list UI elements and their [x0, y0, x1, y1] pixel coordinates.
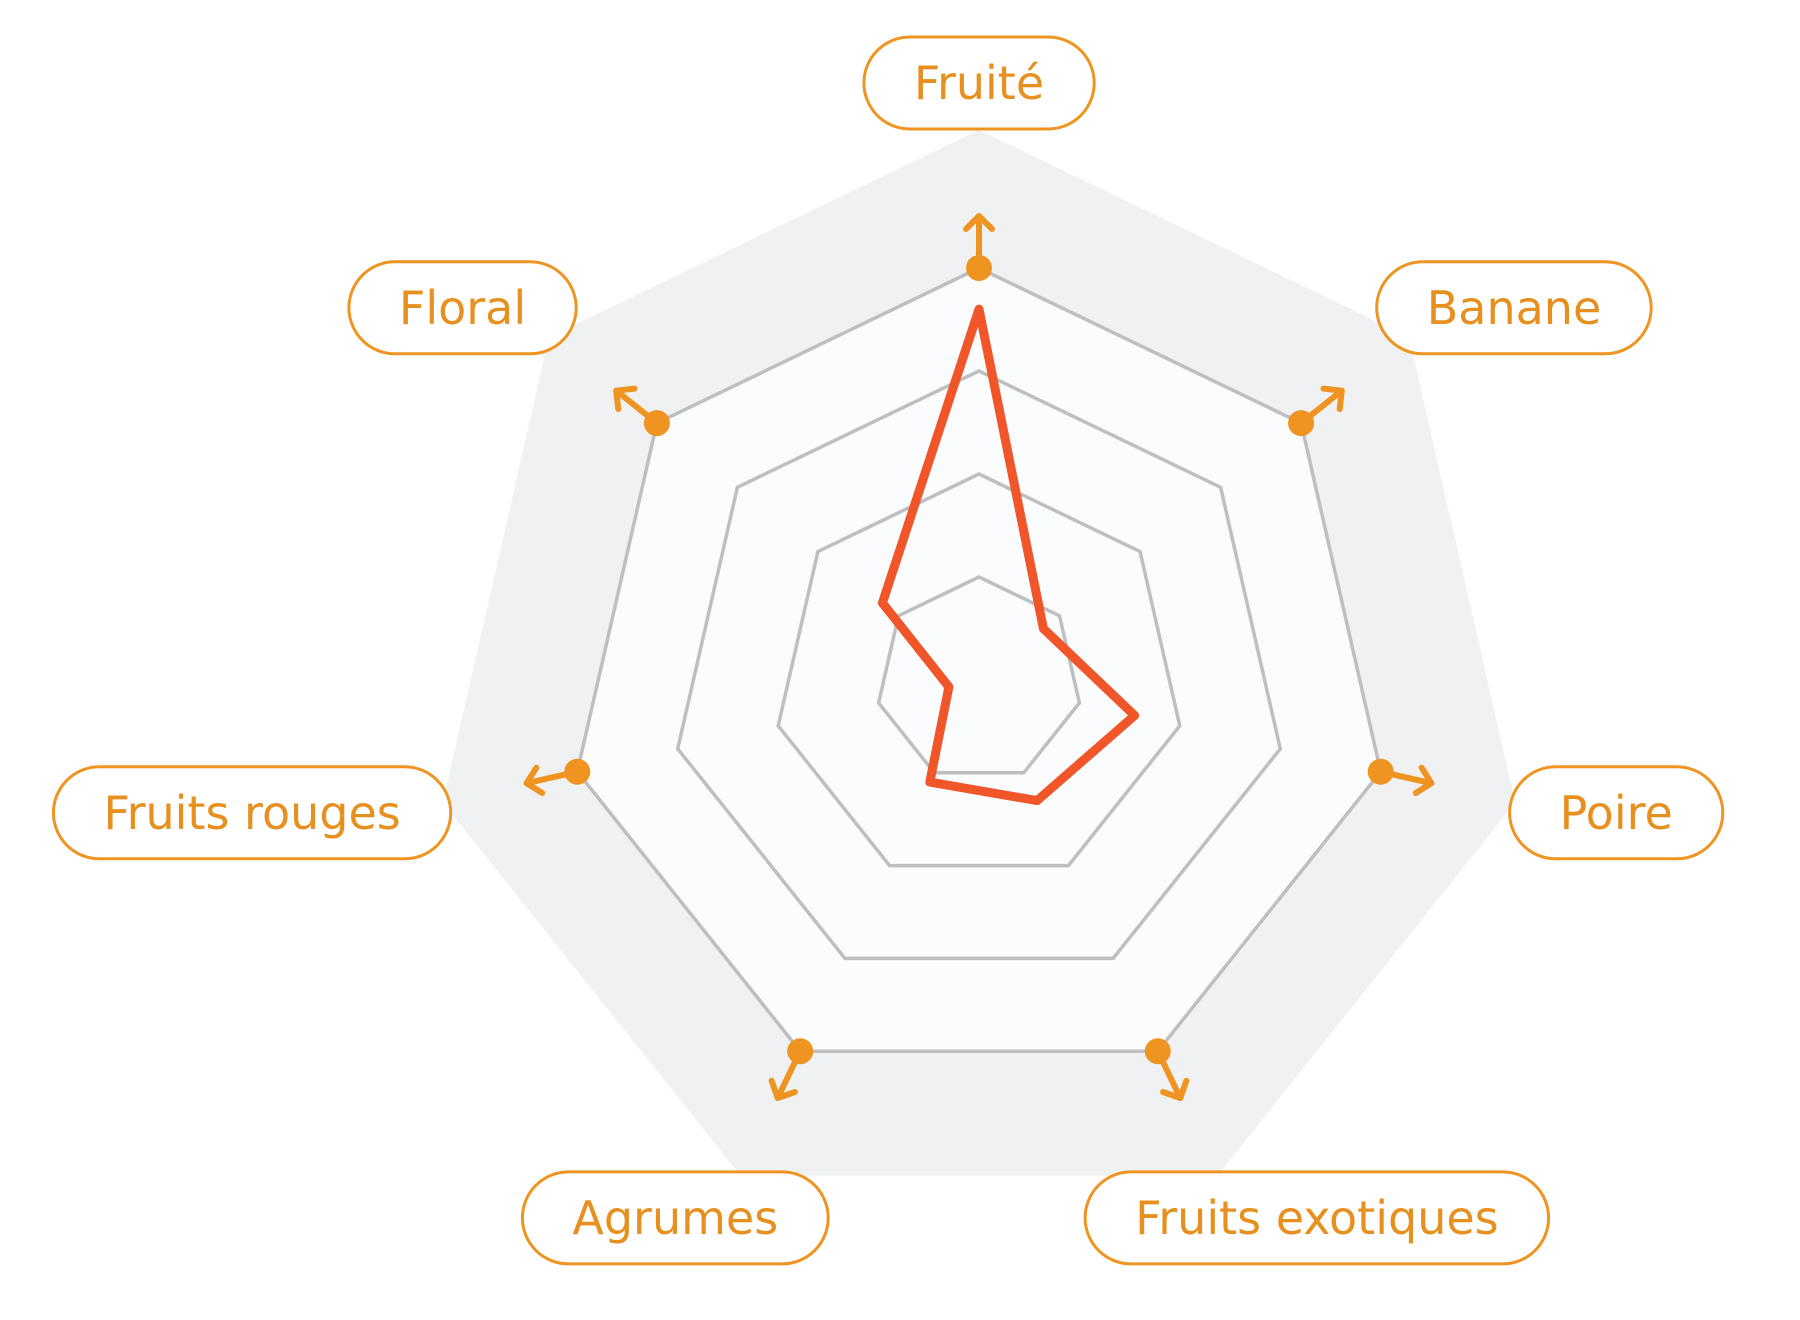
axis-label-pill	[520, 1170, 830, 1266]
grid-layer	[575, 266, 1383, 1053]
grid-ring-3	[675, 369, 1283, 961]
axis-dot	[966, 255, 992, 281]
axis-arrow-icon	[768, 1077, 798, 1101]
axis-handle-2	[1288, 385, 1345, 437]
axis-arrow-icon	[963, 213, 995, 232]
axis-dot	[1367, 758, 1394, 785]
axis-label-3: Poire	[1508, 765, 1725, 861]
axis-label-text: Fruits rouges	[103, 786, 400, 840]
inner-fill	[577, 268, 1381, 1052]
axis-dot	[643, 410, 670, 437]
grid-ring-1	[876, 575, 1082, 775]
axis-label-text: Agrumes	[572, 1191, 778, 1245]
grid-ring-4	[575, 266, 1383, 1053]
grid-ring-2	[776, 472, 1182, 868]
axis-arrow-icon	[1320, 385, 1345, 412]
axis-label-pill	[1375, 260, 1653, 356]
axis-dot	[564, 758, 591, 785]
axis-label-pill	[347, 260, 578, 356]
axis-label-text: Poire	[1560, 786, 1673, 840]
axis-dot	[787, 1038, 814, 1065]
axis-label-6: Fruits rouges	[51, 765, 453, 861]
axis-label-text: Fruits exotiques	[1135, 1191, 1498, 1245]
axis-handle-5	[768, 1038, 814, 1101]
axis-label-2: Banane	[1375, 260, 1653, 356]
axis-arrow-icon	[1160, 1077, 1190, 1101]
axis-dot	[1144, 1038, 1171, 1065]
axis-handle-1	[963, 213, 995, 281]
axis-label-pill	[1508, 765, 1725, 861]
series-line-1	[877, 304, 1140, 806]
axis-arrow-icon	[613, 385, 638, 412]
axis-label-pill	[862, 35, 1096, 131]
axis-handle-7	[613, 385, 670, 437]
axis-label-1: Fruité	[862, 35, 1096, 131]
outer-band-layer	[442, 130, 1516, 1176]
axis-label-text: Banane	[1427, 281, 1602, 335]
axis-label-text: Fruité	[914, 56, 1044, 110]
axis-label-5: Agrumes	[520, 1170, 830, 1266]
axis-label-text: Floral	[399, 281, 526, 335]
axis-handle-3	[1367, 758, 1435, 796]
axis-label-pill	[51, 765, 453, 861]
axis-dot	[1288, 410, 1315, 437]
axis-handles-layer	[523, 213, 1435, 1101]
axis-label-pill	[1083, 1170, 1551, 1266]
axis-handle-4	[1144, 1038, 1190, 1101]
series-layer	[877, 304, 1140, 806]
axis-arrow-icon	[1412, 764, 1435, 796]
axis-arrow-icon	[523, 764, 546, 796]
axis-label-4: Fruits exotiques	[1083, 1170, 1551, 1266]
axis-label-7: Floral	[347, 260, 578, 356]
axis-handle-6	[523, 758, 591, 796]
